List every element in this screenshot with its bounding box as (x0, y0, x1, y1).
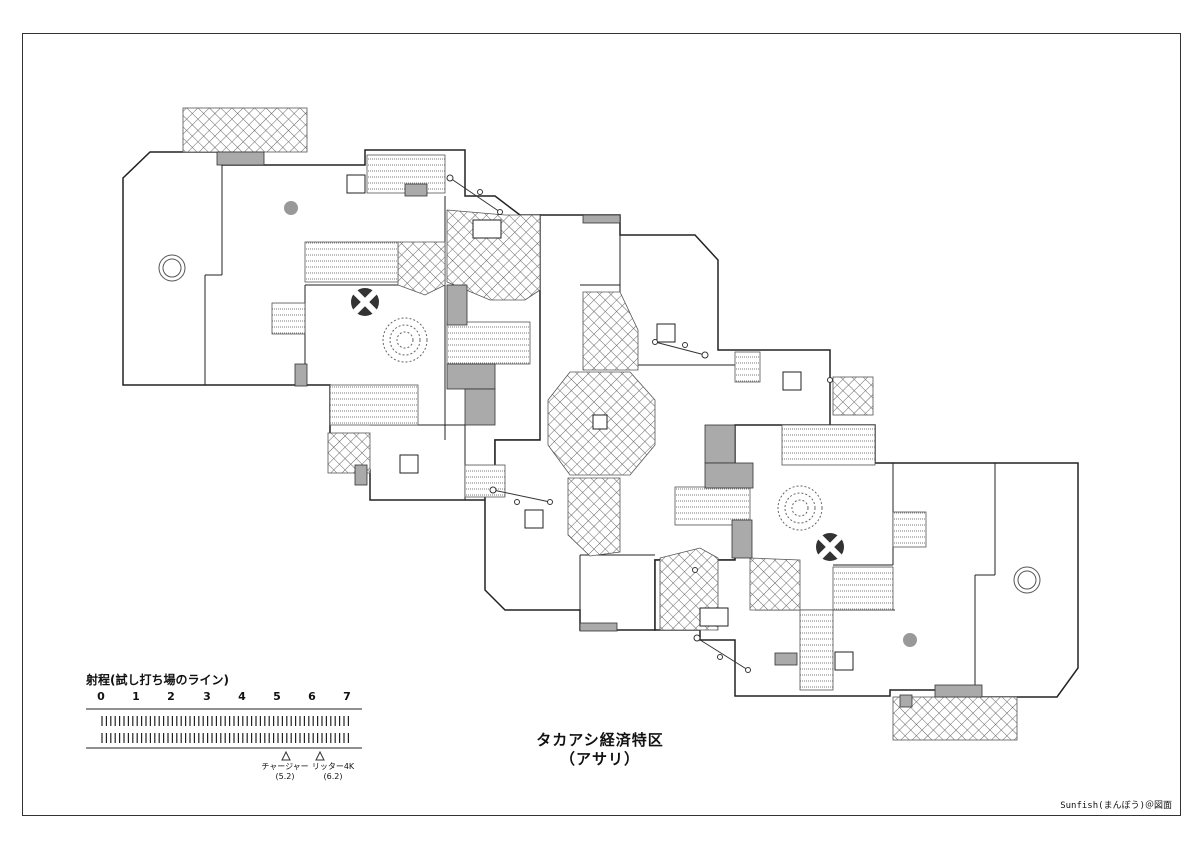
obstacles (346, 174, 854, 671)
range-scale-bars (86, 708, 362, 749)
sponge-right (816, 533, 844, 561)
ramp-zones (271, 154, 927, 691)
map-title: タカアシ経済特区 （アサリ） (520, 731, 680, 769)
scale-tick-6: 6 (308, 690, 316, 703)
map-title-line2: （アサリ） (559, 750, 640, 768)
splat-zone-left (382, 317, 428, 363)
eliter-label: リッター4K (311, 762, 355, 771)
credit-text: Sunfish(まんぼう)＠図面 (1060, 801, 1172, 811)
charger-marker: チャージャー (5.2) (260, 762, 310, 782)
range-marker-triangle (281, 750, 291, 761)
scale-tick-4: 4 (238, 690, 246, 703)
charger-range: (5.2) (275, 772, 295, 781)
splat-zone-right (777, 485, 823, 531)
map-title-line1: タカアシ経済特区 (536, 731, 664, 749)
sponge-left (351, 288, 379, 316)
eliter-marker: リッター4K (6.2) (308, 762, 358, 782)
range-marker-triangle (315, 750, 325, 761)
spawn-point-left (158, 254, 186, 282)
scale-tick-7: 7 (343, 690, 351, 703)
map-frame (22, 33, 1181, 816)
range-scale-ticks (101, 716, 349, 761)
scale-tick-1: 1 (132, 690, 140, 703)
scale-tick-0: 0 (97, 690, 105, 703)
wall-blocks (216, 151, 983, 708)
eliter-range: (6.2) (323, 772, 343, 781)
charger-label: チャージャー (261, 762, 309, 771)
range-scale-title: 射程(試し打ち場のライン) (86, 673, 229, 687)
spawn-point-right (1013, 566, 1041, 594)
gray-dot-left (284, 201, 298, 215)
grind-rails (446, 174, 833, 673)
scale-tick-3: 3 (203, 690, 211, 703)
gray-dot-right (903, 633, 917, 647)
scale-tick-2: 2 (167, 690, 175, 703)
scale-tick-5: 5 (273, 690, 281, 703)
